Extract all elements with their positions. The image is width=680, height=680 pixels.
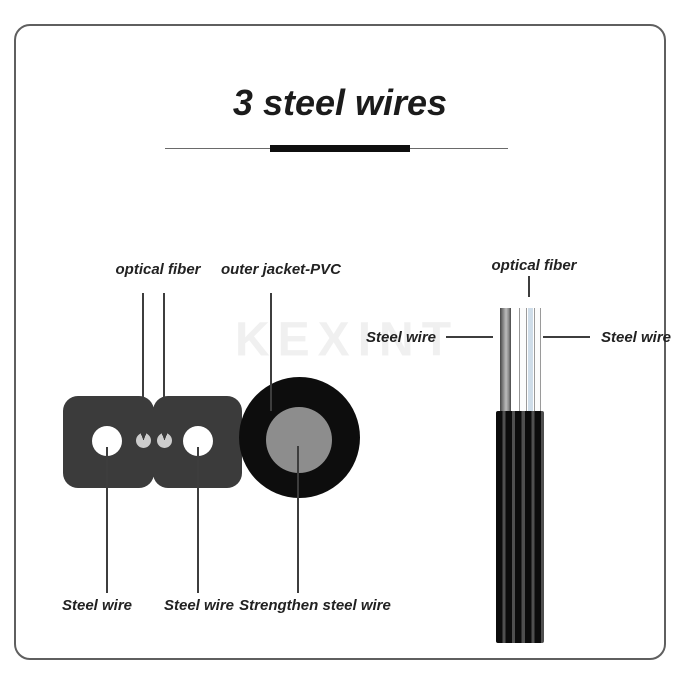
label-side-optical-fiber: optical fiber	[491, 257, 577, 274]
side-steel-wire-rod-white-2	[534, 308, 541, 411]
leader-line-steel-wire-left	[106, 447, 108, 593]
side-optical-fiber-rod	[528, 308, 533, 411]
optical-fiber-dot-2	[157, 433, 172, 448]
side-steel-wire-rod	[500, 308, 511, 411]
leader-line-strengthen-steel-wire	[297, 446, 299, 593]
leader-line-side-steel-wire-right	[543, 336, 590, 338]
diagram-title: 3 steel wires	[232, 82, 448, 123]
label-steel-wire-left: Steel wire	[61, 597, 133, 614]
image-border-frame	[14, 24, 666, 660]
side-cable-jacket	[496, 411, 544, 643]
strengthen-steel-wire-circle	[266, 407, 332, 473]
title-divider-cable-segment	[270, 145, 410, 152]
side-steel-wire-rod-white	[519, 308, 527, 411]
leader-line-optical-fiber-2	[163, 293, 165, 397]
label-steel-wire-mid: Steel wire	[163, 597, 235, 614]
optical-fiber-dot-1	[136, 433, 151, 448]
label-outer-jacket-pvc: outer jacket-PVC	[220, 261, 342, 278]
leader-line-side-steel-wire-left	[446, 336, 493, 338]
leader-line-outer-jacket	[270, 293, 272, 411]
leader-line-side-optical-fiber	[528, 276, 530, 297]
leader-line-steel-wire-mid	[197, 447, 199, 593]
label-strengthen-steel-wire: Strengthen steel wire	[239, 597, 391, 614]
label-side-steel-wire-right: Steel wire	[600, 329, 672, 346]
label-optical-fiber: optical fiber	[115, 261, 201, 278]
leader-line-optical-fiber-1	[142, 293, 144, 397]
label-side-steel-wire-left: Steel wire	[365, 329, 437, 346]
